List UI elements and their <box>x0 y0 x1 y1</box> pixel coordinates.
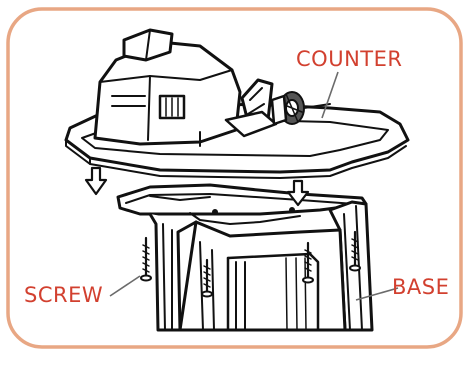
base-label: BASE <box>392 275 449 299</box>
down-arrow-icon <box>286 179 310 207</box>
base-leader-line <box>355 287 399 301</box>
counter-illustration <box>64 28 410 179</box>
base-illustration <box>116 183 374 332</box>
screw-icon <box>140 236 152 282</box>
screw-label: SCREW <box>24 283 103 307</box>
counter-leader-line <box>321 71 339 119</box>
diagram-frame <box>6 7 463 349</box>
screw-icon <box>201 258 213 298</box>
screw-leader-line <box>109 275 141 297</box>
screw-icon <box>302 241 314 284</box>
screw-icon <box>349 230 361 272</box>
down-arrow-icon <box>84 166 108 196</box>
counter-label: COUNTER <box>296 47 402 71</box>
